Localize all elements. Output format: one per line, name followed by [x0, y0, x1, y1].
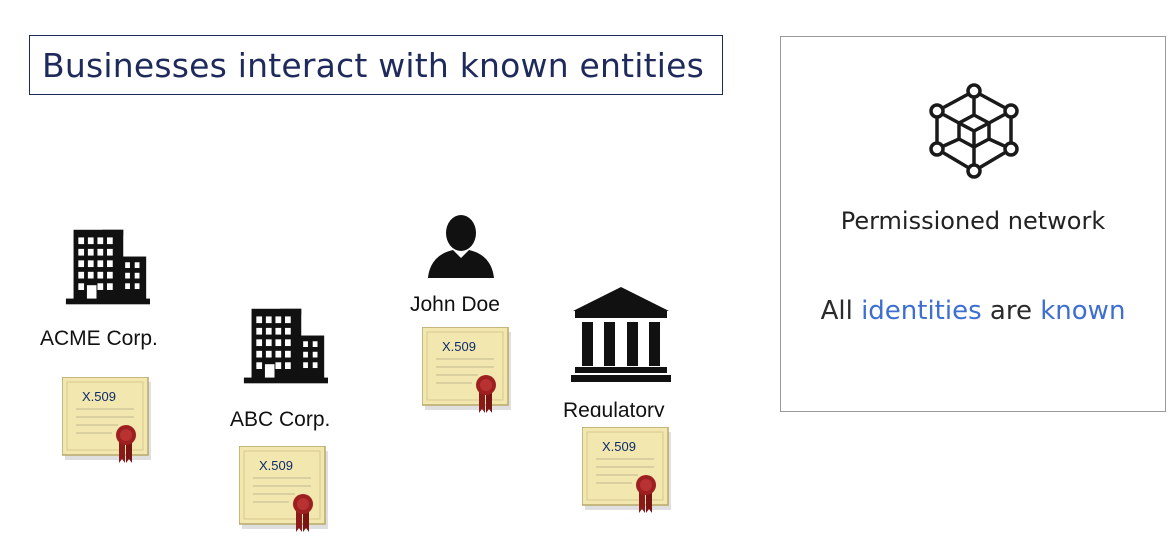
title-box: Businesses interact with known entities: [29, 35, 723, 95]
certificate-label: X.509: [602, 439, 636, 454]
certificate-acme: X.509: [61, 376, 154, 467]
certificate-label: X.509: [82, 389, 116, 404]
entity-label-regulatory: Regulatory: [563, 399, 665, 417]
entity-label-john-doe: John Doe: [410, 293, 500, 316]
office-building-icon: [65, 229, 150, 305]
panel-title: Permissioned network: [840, 207, 1106, 235]
statement-identities: identities: [861, 296, 982, 326]
government-building-icon: [571, 287, 671, 382]
page-title: Businesses interact with known entities: [42, 45, 705, 85]
statement-prefix: All: [820, 296, 853, 326]
blockchain-network-icon: [929, 83, 1019, 179]
statement-mid: are: [989, 296, 1032, 326]
statement-known: known: [1040, 296, 1126, 326]
certificate-john-doe: X.509: [421, 326, 514, 417]
person-icon: [428, 215, 494, 278]
certificate-regulatory: X.509: [581, 426, 674, 517]
regulatory-label-wrapper: Regulatory: [560, 397, 690, 417]
certificate-label: X.509: [442, 339, 476, 354]
panel-statement: All identities are known: [781, 296, 1165, 326]
entity-label-acme: ACME Corp.: [40, 327, 158, 350]
permissioned-network-panel: Permissioned network All identities are …: [780, 36, 1166, 412]
entity-label-abc: ABC Corp.: [230, 408, 331, 431]
certificate-label: X.509: [259, 458, 293, 473]
certificate-abc: X.509: [238, 445, 331, 536]
office-building-icon: [243, 308, 328, 384]
